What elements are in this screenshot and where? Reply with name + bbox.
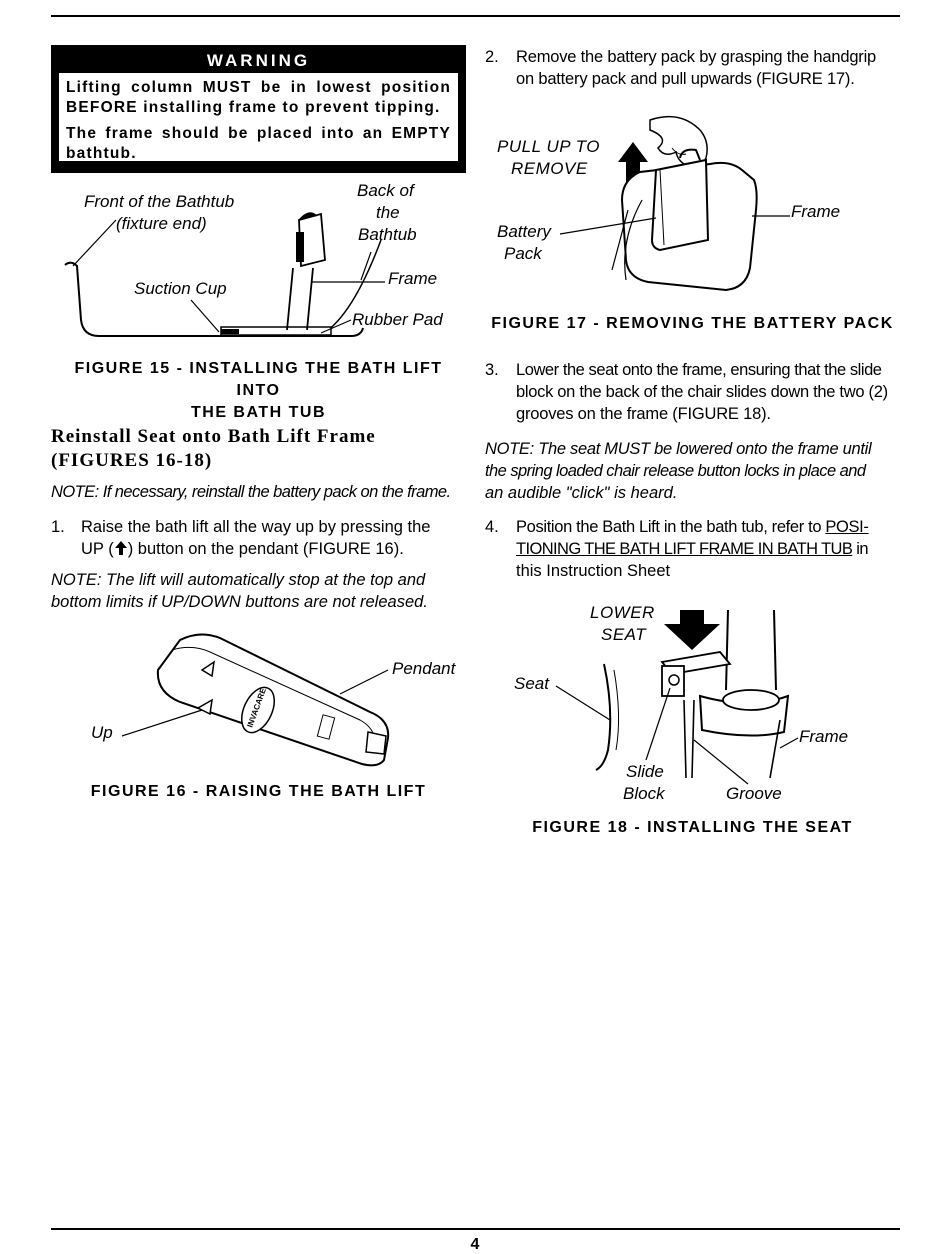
step-2-text: Remove the battery pack by grasping the … (516, 46, 906, 90)
step-1-number: 1. (51, 518, 65, 536)
label-the: the (376, 203, 400, 222)
label-frame-fig17: Frame (791, 202, 841, 221)
figure-15-caption: FIGURE 15 - INSTALLING THE BATH LIFT INT… (51, 358, 466, 424)
positioning-reference-link[interactable]: POSI- (825, 518, 869, 536)
label-up: Up (91, 723, 113, 742)
step-3-line-2: block on the back of the chair slides do… (516, 383, 888, 401)
label-suction-cup: Suction Cup (134, 279, 227, 298)
label-bathtub: Bathtub (358, 225, 417, 244)
step-1-line-2: UP ( ) button on the pendant (FIGURE 16). (81, 538, 471, 560)
step-4-line-2: TIONING THE BATH LIFT FRAME IN BATH TUB … (516, 538, 906, 560)
label-slide: Slide (626, 762, 664, 781)
label-front-of-bathtub: Front of the Bathtub (84, 192, 235, 211)
figure-17-caption: FIGURE 17 - REMOVING THE BATTERY PACK (491, 315, 894, 332)
warning-text-2: The frame should be placed into an EMPTY… (66, 125, 451, 162)
step-1-line-2-pre: UP ( (81, 540, 114, 558)
step-3-line-1: Lower the seat onto the frame, ensuring … (516, 361, 882, 379)
label-back-of: Back of (357, 181, 414, 200)
note-click-line-1: NOTE: The seat MUST be lowered onto the … (485, 440, 872, 458)
warning-box: WARNING Lifting column MUST be in lowest… (51, 45, 466, 173)
figure-18-illustration (555, 609, 799, 785)
figure-15-caption-line-1: FIGURE 15 - INSTALLING THE BATH LIFT INT… (74, 360, 443, 399)
warning-title: WARNING (206, 51, 311, 70)
figure-16-caption: FIGURE 16 - RAISING THE BATH LIFT (90, 783, 427, 800)
figure-17-illustration (559, 115, 790, 292)
label-seat: Seat (514, 674, 549, 693)
step-3-number: 3. (485, 361, 499, 379)
figure-16-illustration: INVACARE (121, 633, 390, 767)
label-frame-fig15: Frame (388, 269, 438, 288)
label-pack: Pack (504, 244, 542, 263)
label-block: Block (623, 784, 665, 803)
step-2-line-2: on battery pack and pull upwards (FIGURE… (516, 70, 855, 88)
label-battery: Battery (497, 222, 551, 241)
step-4-text: Position the Bath Lift in the bath tub, … (516, 516, 906, 582)
step-4-line-1: Position the Bath Lift in the bath tub, … (516, 516, 906, 538)
positioning-reference-link-2[interactable]: TIONING THE BATH LIFT FRAME IN BATH TUB (516, 540, 853, 558)
warning-body: Lifting column MUST be in lowest positio… (59, 73, 458, 162)
step-3-line-3: grooves on the frame (FIGURE 18). (516, 405, 771, 423)
label-fixture-end: (fixture end) (116, 214, 207, 233)
note-click-line-3: an audible "click" is heard. (485, 484, 678, 502)
label-lower: LOWER (590, 603, 655, 622)
step-4-line-3: this Instruction Sheet (516, 562, 671, 580)
page-number: 4 (470, 1236, 480, 1253)
note-auto-stop: NOTE: The lift will automatically stop a… (51, 569, 471, 613)
label-rubber-pad: Rubber Pad (352, 310, 443, 329)
step-4-line-2-post: in (852, 540, 868, 558)
note-battery-pack: NOTE: If necessary, reinstall the batter… (51, 483, 451, 501)
section-heading-line-2: (FIGURES 16-18) (51, 450, 213, 471)
note-auto-stop-line-2: bottom limits if UP/DOWN buttons are not… (51, 593, 428, 611)
label-groove: Groove (726, 784, 782, 803)
section-heading: Reinstall Seat onto Bath Lift Frame (FIG… (51, 425, 376, 473)
step-2-number: 2. (485, 48, 499, 66)
step-2-line-1: Remove the battery pack by grasping the … (516, 48, 877, 66)
step-1-text: Raise the bath lift all the way up by pr… (81, 516, 471, 560)
step-1-line-2-post: ) button on the pendant (FIGURE 16). (127, 540, 404, 558)
section-heading-line-1: Reinstall Seat onto Bath Lift Frame (51, 426, 376, 447)
step-1-line-1: Raise the bath lift all the way up by pr… (81, 518, 431, 536)
note-click: NOTE: The seat MUST be lowered onto the … (485, 438, 905, 504)
figure-15-caption-line-2: THE BATH TUB (190, 404, 327, 421)
note-click-line-2: the spring loaded chair release button l… (485, 462, 866, 480)
label-pull-up-to: PULL UP TO (497, 137, 600, 156)
label-remove: REMOVE (511, 159, 588, 178)
note-auto-stop-line-1: NOTE: The lift will automatically stop a… (51, 571, 426, 589)
step-4-number: 4. (485, 518, 499, 536)
label-frame-fig18: Frame (799, 727, 849, 746)
bottom-rule (51, 1228, 900, 1230)
step-4-line-1-pre: Position the Bath Lift in the bath tub, … (516, 518, 826, 536)
top-rule (51, 15, 900, 17)
warning-text-1: Lifting column MUST be in lowest positio… (66, 79, 451, 116)
step-3-text: Lower the seat onto the frame, ensuring … (516, 359, 906, 425)
figure-15-illustration (64, 212, 385, 337)
label-seat-instruction: SEAT (601, 625, 647, 644)
label-pendant: Pendant (392, 659, 456, 678)
figure-18-caption: FIGURE 18 - INSTALLING THE SEAT (532, 819, 853, 836)
up-arrow-icon (114, 541, 127, 555)
